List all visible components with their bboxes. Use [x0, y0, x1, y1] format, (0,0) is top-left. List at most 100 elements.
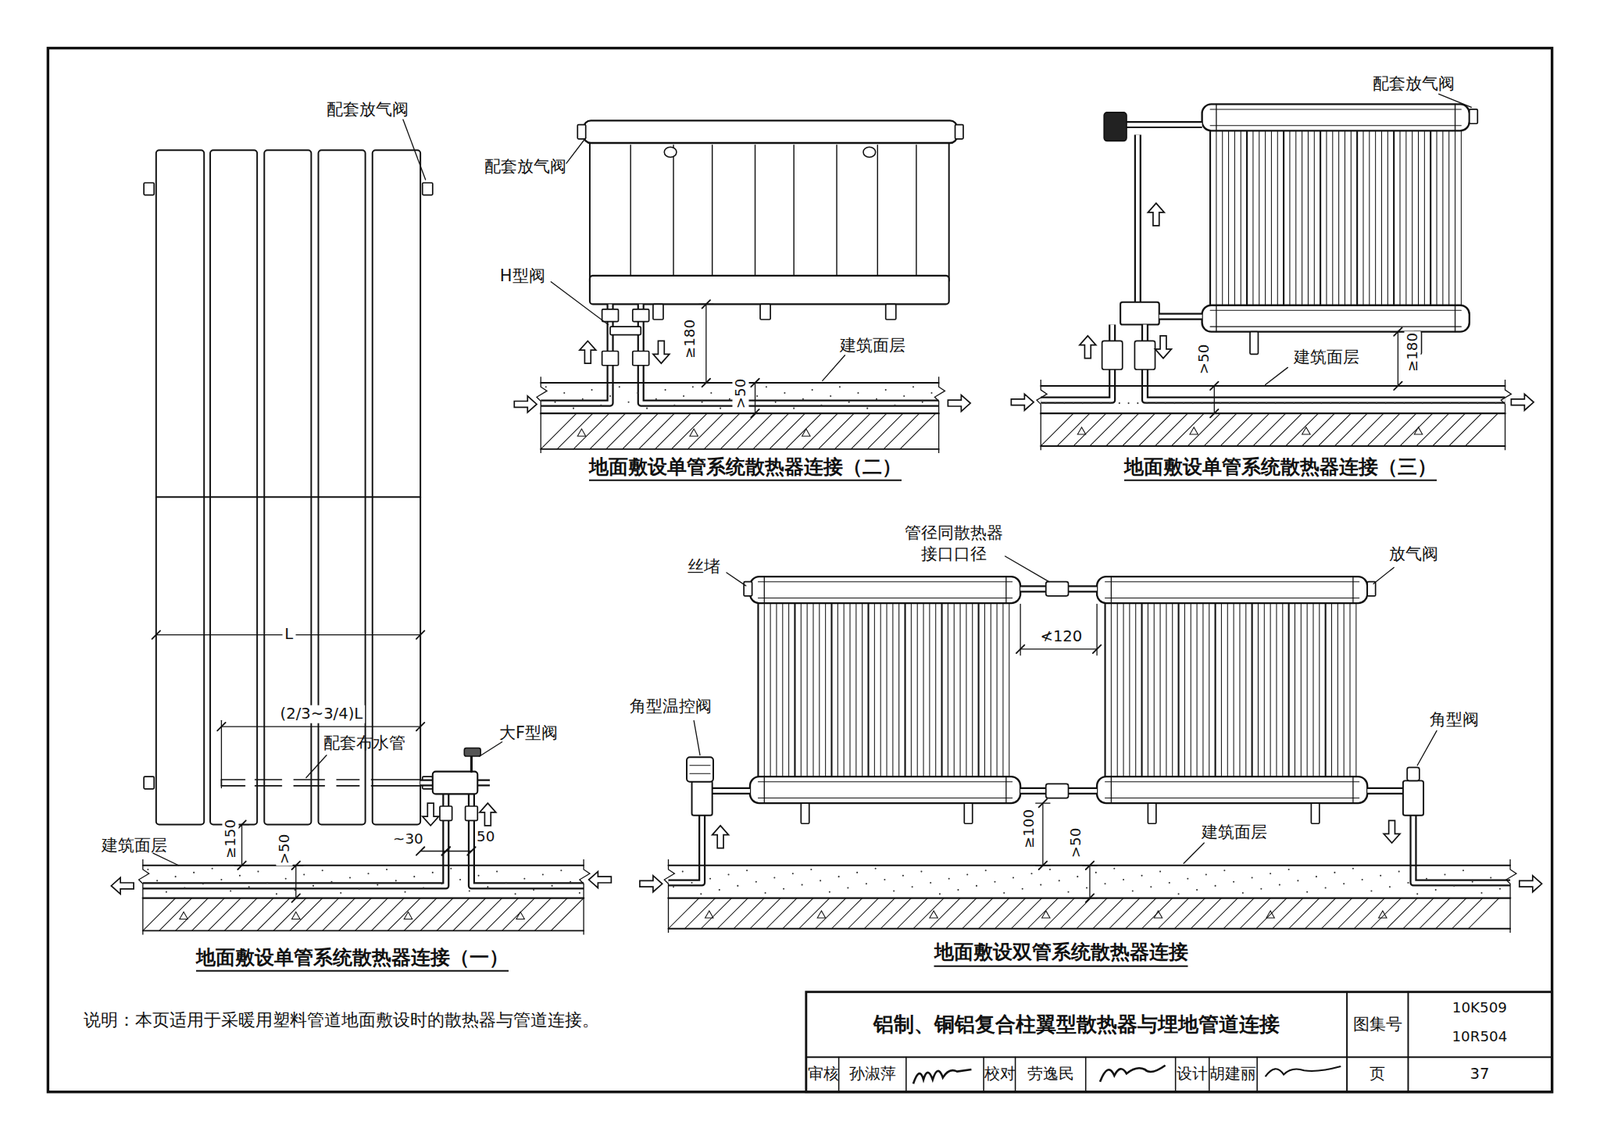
slab-hatch — [420, 898, 454, 932]
dimension-line — [1020, 648, 1097, 650]
dimension-line — [1035, 864, 1050, 866]
fill-stipple — [1091, 402, 1093, 404]
slab-hatch — [1419, 898, 1450, 929]
fill-stipple — [1389, 885, 1391, 888]
title-block — [905, 1057, 908, 1092]
slab-hatch — [818, 413, 855, 450]
part-label: 审核 — [807, 1065, 840, 1084]
fill-stipple — [628, 401, 630, 404]
fill-stipple — [664, 389, 667, 391]
fill-stipple — [1292, 402, 1295, 404]
fill-stipple — [1393, 402, 1396, 404]
slab-hatch — [1142, 898, 1173, 929]
fill-stipple — [146, 868, 149, 871]
radiator-bracket — [885, 303, 897, 320]
radiator-fin — [1349, 600, 1350, 779]
pipe-fitting — [439, 806, 453, 821]
radiator-fin — [1301, 128, 1303, 308]
fill-stipple — [505, 882, 508, 884]
slab-hatch — [1239, 898, 1271, 929]
radiator-fin — [812, 600, 814, 779]
radiator-header — [1005, 776, 1007, 804]
pipe — [1144, 325, 1505, 401]
fill-stipple — [893, 404, 896, 407]
slab-hatch — [485, 898, 519, 932]
radiator-fin — [1275, 600, 1277, 779]
dimension-line — [699, 382, 714, 383]
fill-stipple — [560, 869, 562, 872]
floor-line — [1040, 412, 1505, 415]
radiator-fin — [1356, 128, 1358, 308]
leader-line — [153, 853, 179, 866]
radiator-fin — [1270, 600, 1272, 779]
radiator-fin — [1117, 600, 1118, 779]
radiator-fin — [1355, 600, 1357, 779]
pipe — [1144, 325, 1505, 401]
radiator-fin — [1424, 128, 1425, 308]
radiator-fin — [1343, 600, 1345, 779]
fill-stipple — [993, 881, 996, 883]
fill-stipple — [1076, 875, 1079, 878]
radiator-fin — [1448, 128, 1450, 308]
radiator-fin — [1257, 600, 1259, 779]
fill-stipple — [1113, 867, 1115, 870]
fill-stipple — [1072, 402, 1075, 404]
fill-stipple — [572, 407, 575, 410]
dimension-tick — [152, 630, 161, 639]
part-label: 劳逸民 — [1027, 1065, 1075, 1084]
radiator-fin — [1411, 128, 1413, 308]
radiator-header — [1210, 326, 1461, 328]
fill-stipple — [1109, 402, 1111, 404]
fill-stipple — [1173, 402, 1175, 404]
distribution-tube — [336, 785, 360, 787]
dimension-line — [747, 382, 762, 383]
fill-stipple — [1439, 402, 1442, 404]
flow-arrow — [579, 340, 597, 364]
fill-stipple — [486, 885, 489, 888]
fill-stipple — [903, 395, 905, 397]
part-label: 校对 — [984, 1065, 1016, 1084]
radiator-fin — [1228, 128, 1229, 308]
slab-hatch — [900, 413, 936, 450]
radiator-plug — [577, 125, 586, 140]
fill-stipple — [1103, 882, 1106, 885]
radiator-fin — [1008, 600, 1010, 779]
slab-hatch — [864, 898, 895, 929]
radiator-fin — [1314, 128, 1315, 308]
aggregate-mark — [403, 911, 412, 919]
nipple-fitting — [1046, 582, 1069, 597]
flow-arrow — [639, 875, 663, 893]
radiator-header — [757, 597, 1012, 599]
radiator-fin — [953, 600, 955, 779]
dimension-line — [1096, 603, 1097, 655]
air-vent — [1469, 109, 1478, 124]
slab-hatch — [1285, 413, 1319, 447]
fill-stipple — [1039, 884, 1042, 886]
fill-stipple — [691, 882, 693, 884]
radiator-header — [757, 581, 1012, 583]
break-mark — [934, 376, 945, 454]
radiator-panel — [754, 145, 756, 276]
fill-stipple — [719, 407, 722, 410]
slab-hatch — [687, 413, 724, 450]
fill-stipple — [1421, 402, 1424, 404]
slab-hatch — [550, 898, 584, 932]
leader-line — [1183, 842, 1204, 864]
slab-hatch — [355, 898, 389, 932]
slab-hatch — [946, 898, 977, 929]
radiator-vent — [664, 146, 677, 158]
fill-stipple — [783, 392, 786, 394]
fill-stipple — [1315, 875, 1318, 878]
fill-stipple — [1168, 882, 1171, 884]
fill-stipple — [1260, 888, 1262, 890]
fill-stipple — [1141, 875, 1143, 877]
slab-hatch — [1337, 898, 1368, 929]
slab-hatch — [403, 898, 437, 932]
aggregate-mark — [577, 428, 586, 436]
fill-stipple — [1499, 888, 1501, 890]
fill-stipple — [1320, 402, 1322, 404]
radiator-fin — [928, 600, 930, 779]
fill-stipple — [321, 869, 324, 872]
radiator-panel — [792, 145, 794, 276]
fill-stipple — [792, 872, 794, 875]
